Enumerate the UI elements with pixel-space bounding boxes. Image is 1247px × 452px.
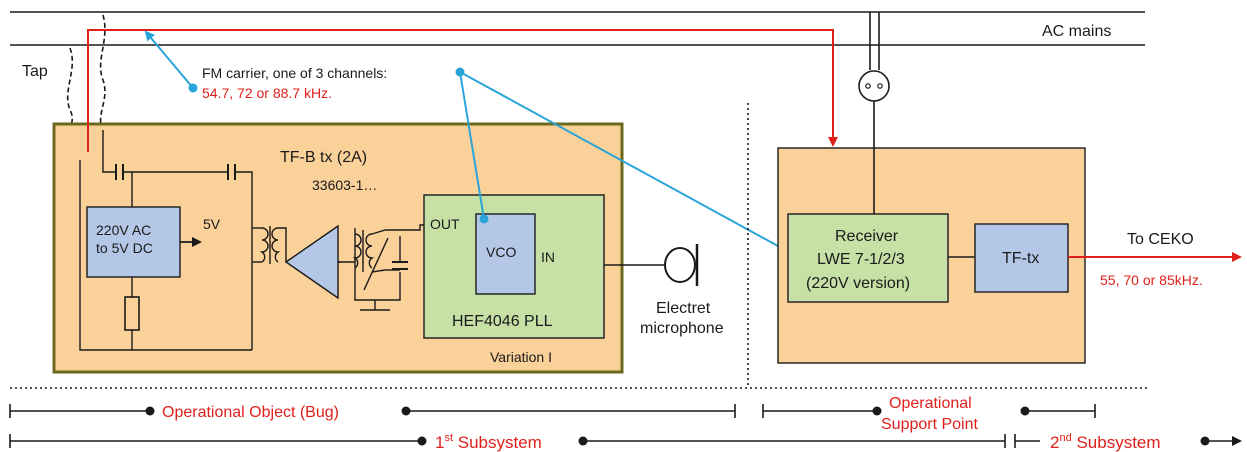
pointer-to-receiver bbox=[459, 71, 799, 258]
amplifier-triangle bbox=[284, 224, 339, 300]
capacitor-symbols bbox=[115, 164, 408, 270]
ceko-frequencies: 55, 70 or 85kHz. bbox=[1100, 272, 1203, 288]
receiver-label-line2: LWE 7-1/2/3 bbox=[817, 251, 905, 268]
subsystem1-sup: st bbox=[444, 432, 453, 444]
subsystem1-rest: Subsystem bbox=[453, 433, 542, 452]
fm-carrier-label: FM carrier, one of 3 channels: bbox=[202, 65, 387, 81]
pll-label: HEF4046 PLL bbox=[452, 313, 553, 330]
subsystem2-num: 2 bbox=[1050, 433, 1059, 452]
fm-carrier-frequencies: 54.7, 72 or 88.7 kHz. bbox=[202, 85, 332, 101]
psu-label-line2: to 5V DC bbox=[96, 240, 153, 256]
transformer-right bbox=[352, 229, 389, 291]
vco-box bbox=[475, 213, 536, 295]
operational-support-label-line2: Support Point bbox=[881, 416, 979, 433]
ac-mains-label: AC mains bbox=[1042, 23, 1111, 40]
tfb-subtitle: 33603-1… bbox=[312, 177, 377, 193]
out-label: OUT bbox=[430, 216, 460, 232]
to-ceko-label: To CEKO bbox=[1127, 231, 1194, 248]
vco-label: VCO bbox=[486, 244, 516, 260]
five-volt-label: 5V bbox=[203, 216, 221, 232]
receiver-label-line1: Receiver bbox=[835, 228, 899, 245]
psu-label-line1: 220V AC bbox=[96, 222, 151, 238]
operational-object-label: Operational Object (Bug) bbox=[162, 404, 339, 421]
subsystem1-num: 1 bbox=[435, 433, 444, 452]
pointer-dot-vco bbox=[479, 214, 489, 224]
outlet-plug-icon bbox=[858, 12, 890, 148]
subsystem2-span bbox=[1014, 434, 1242, 448]
subsystem2-label: 2nd Subsystem bbox=[1050, 432, 1161, 452]
mic-label-line2: microphone bbox=[640, 320, 724, 337]
tftx-box bbox=[974, 223, 1069, 293]
operational-object-span bbox=[9, 404, 736, 418]
power-supply-box bbox=[86, 206, 181, 278]
in-label: IN bbox=[541, 249, 555, 265]
pointer-dot-origin bbox=[455, 67, 465, 77]
tftx-label: TF-tx bbox=[1002, 250, 1039, 267]
pointer-dot-mains bbox=[188, 83, 198, 93]
mic-label-line1: Electret bbox=[656, 300, 711, 317]
tap-signal-red-wire bbox=[87, 29, 838, 152]
receiver-box bbox=[787, 213, 949, 303]
receiver-label-line3: (220V version) bbox=[806, 275, 910, 292]
pointer-to-vco bbox=[459, 71, 485, 220]
tap-wires bbox=[66, 14, 106, 146]
subsystem1-span bbox=[9, 434, 1006, 448]
resistor-symbol bbox=[124, 296, 140, 331]
subsystem2-sup: nd bbox=[1059, 432, 1071, 444]
tap-label: Tap bbox=[22, 63, 48, 80]
transformer-left bbox=[259, 226, 281, 264]
operational-support-span bbox=[762, 404, 1096, 418]
operational-support-label-line1: Operational bbox=[889, 395, 972, 412]
tfb-title: TF-B tx (2A) bbox=[280, 149, 367, 166]
ac-mains-lines bbox=[10, 11, 1145, 46]
microphone-icon bbox=[664, 244, 699, 286]
subsystem2-rest: Subsystem bbox=[1072, 433, 1161, 452]
variation-label: Variation I bbox=[490, 349, 552, 365]
subsystem1-label: 1st Subsystem bbox=[435, 432, 542, 452]
pointer-to-mains bbox=[144, 30, 194, 89]
